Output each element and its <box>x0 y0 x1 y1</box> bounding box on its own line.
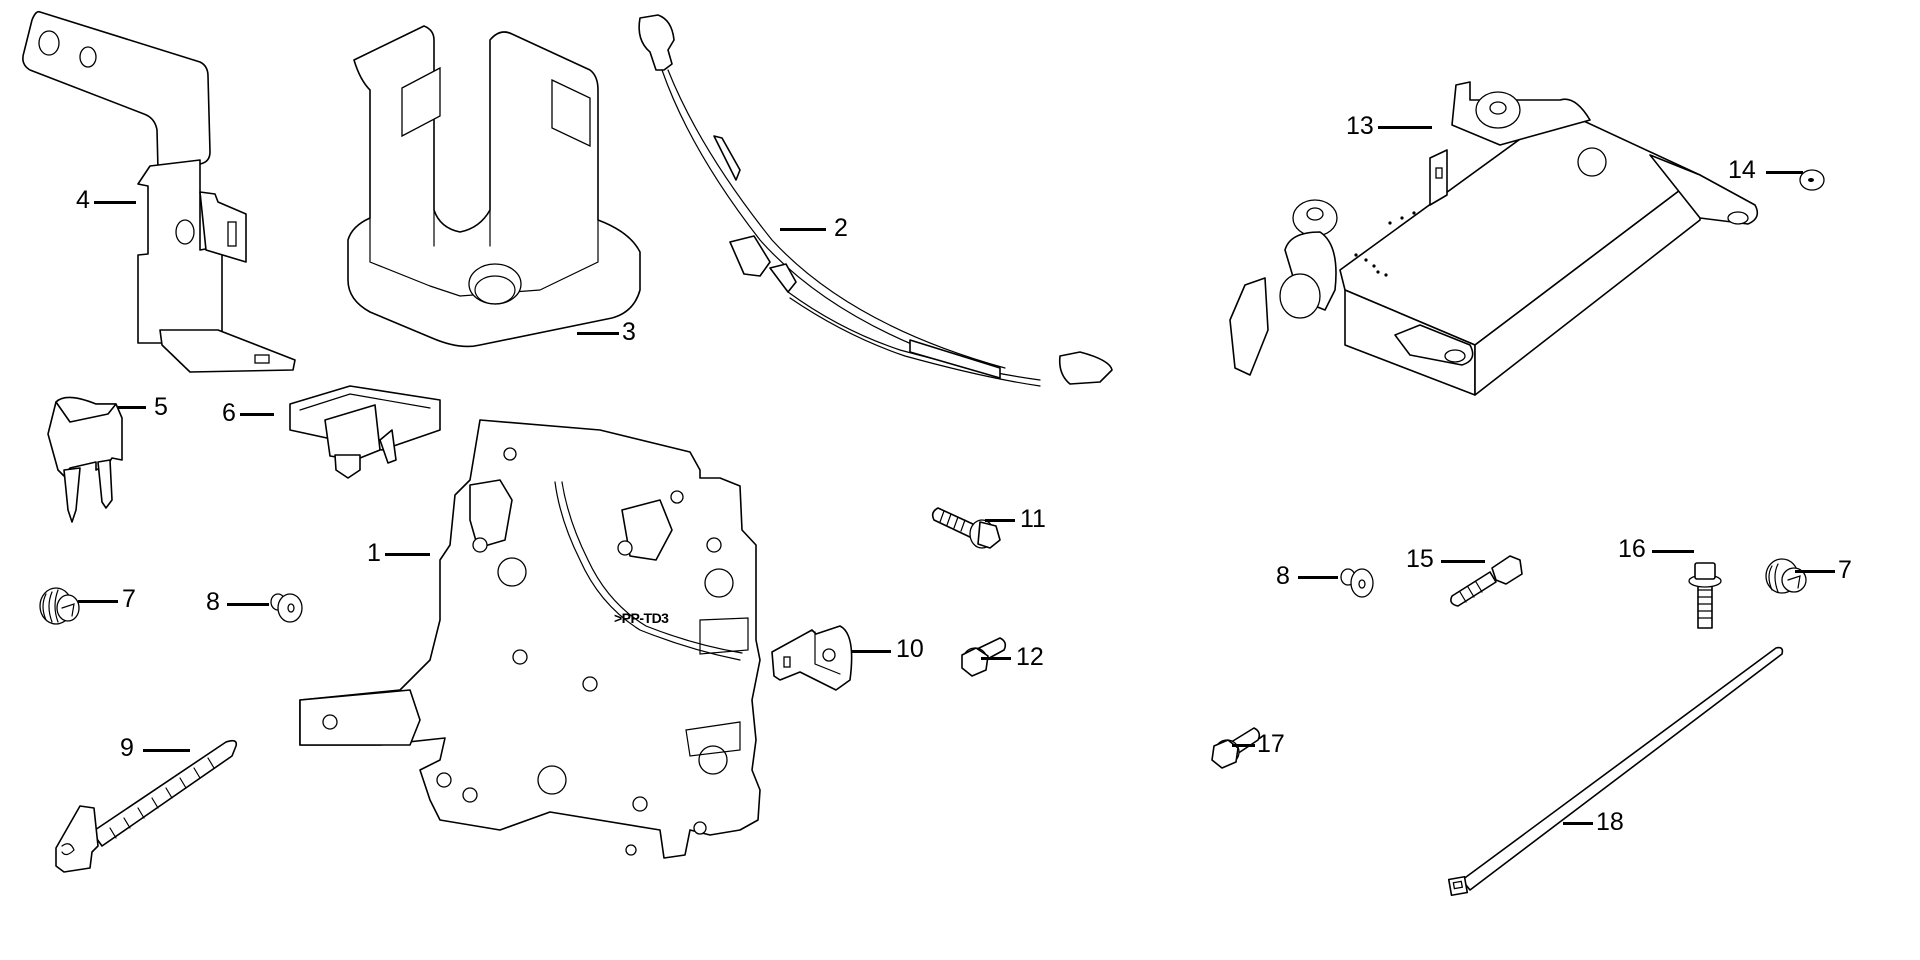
callout-3: 3 <box>622 318 636 346</box>
part-stamp-text: >PP-TD3 <box>614 610 669 626</box>
callout-16: 16 <box>1618 535 1646 563</box>
callout-7-right: 7 <box>1838 556 1852 584</box>
leader-line-3 <box>577 332 619 335</box>
part-15-bolt <box>1450 555 1523 607</box>
leader-line-10 <box>851 650 891 653</box>
part-18-cable-tie <box>1447 646 1784 897</box>
leader-line-12 <box>981 657 1011 660</box>
part-2-wire-harness <box>638 14 1113 387</box>
leader-line-7-left <box>78 600 118 603</box>
leader-line-5 <box>118 406 146 409</box>
part-16-long-bolt <box>1688 562 1722 629</box>
callout-8-right: 8 <box>1276 562 1290 590</box>
callout-10: 10 <box>896 635 924 663</box>
callout-11: 11 <box>1020 505 1046 533</box>
part-9-harness-clip-tie <box>55 739 238 873</box>
part-5-mini-fuse <box>47 396 123 523</box>
callout-8-left: 8 <box>206 588 220 616</box>
callout-1: 1 <box>367 539 381 567</box>
leader-line-13 <box>1378 126 1432 129</box>
leader-line-8-right <box>1298 576 1338 579</box>
part-4-mounting-bracket <box>22 10 296 373</box>
part-8-pin-rivet-right <box>1340 568 1374 598</box>
part-14-washer <box>1799 169 1825 191</box>
part-6-connector-clip <box>289 385 441 479</box>
part-1-main-bracket <box>299 419 761 859</box>
part-13-junction-box <box>1229 81 1759 396</box>
leader-line-6 <box>240 413 274 416</box>
callout-13: 13 <box>1346 112 1374 140</box>
part-3-u-bracket <box>347 25 641 348</box>
part-7-grommet-nut-left <box>39 587 80 625</box>
part-10-ground-terminal <box>771 625 853 691</box>
callout-4: 4 <box>76 186 90 214</box>
part-12-short-bolt <box>961 637 1007 677</box>
leader-line-7-right <box>1795 570 1835 573</box>
leader-line-15 <box>1441 560 1485 563</box>
leader-line-4 <box>94 201 136 204</box>
leader-line-2 <box>780 228 826 231</box>
part-7-grommet-nut-right <box>1765 558 1807 594</box>
callout-17: 17 <box>1257 730 1285 758</box>
callout-18: 18 <box>1596 808 1624 836</box>
leader-line-9 <box>143 749 190 752</box>
part-17-stud-bolt <box>1211 727 1261 769</box>
callout-15: 15 <box>1406 545 1434 573</box>
callout-2: 2 <box>834 214 848 242</box>
callout-14: 14 <box>1728 156 1756 184</box>
leader-line-17 <box>1232 744 1255 747</box>
callout-5: 5 <box>154 393 168 421</box>
leader-line-8-left <box>227 603 269 606</box>
leader-line-11 <box>985 519 1015 522</box>
leader-line-14 <box>1766 171 1803 174</box>
leader-line-18 <box>1563 822 1593 825</box>
callout-7-left: 7 <box>122 585 136 613</box>
callout-6: 6 <box>222 399 236 427</box>
part-11-flange-bolt <box>931 507 1001 549</box>
callout-12: 12 <box>1016 643 1044 671</box>
leader-line-1 <box>385 553 430 556</box>
leader-line-16 <box>1652 550 1694 553</box>
part-8-pin-rivet-left <box>270 593 303 623</box>
callout-9: 9 <box>120 734 134 762</box>
